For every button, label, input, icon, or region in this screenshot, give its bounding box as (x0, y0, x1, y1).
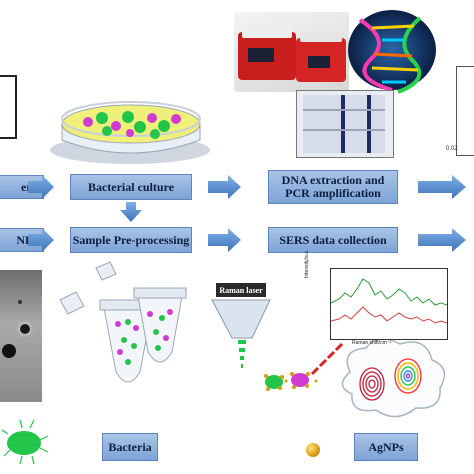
bacteria-with-agnps (264, 372, 318, 391)
spectrum-red (330, 306, 448, 324)
dna-extraction-box: DNA extraction and PCR amplification (268, 170, 398, 204)
pcr-screen (248, 48, 274, 62)
petri-colonies (83, 111, 181, 139)
bacterial-culture-box: Bacterial culture (70, 174, 192, 200)
colony-green (134, 121, 146, 133)
colony-green (122, 111, 134, 123)
colony-green (96, 112, 108, 124)
dna-extraction-label-line2: PCR amplification (285, 186, 381, 200)
spectrum-green (330, 278, 448, 306)
tube-right (59, 287, 187, 363)
colony-green (158, 120, 170, 132)
sample-preprocessing-box: Sample Pre-processing (70, 227, 192, 253)
cloud-shape (341, 338, 446, 418)
bacteria-legend-box: Bacteria (102, 433, 158, 461)
spectrum-traces (330, 278, 448, 324)
arrow-right-4 (28, 228, 54, 252)
colony-magenta (126, 129, 134, 137)
colony-magenta (111, 121, 121, 131)
colony-green (102, 126, 112, 136)
laser-beam (238, 340, 246, 368)
arrow-down-culture (120, 202, 142, 222)
agnp-legend-icon (306, 443, 320, 457)
bacteria-legend-label: Bacteria (108, 439, 152, 454)
gel-electrophoresis-photo (296, 90, 394, 158)
sers-data-collection-label: SERS data collection (279, 232, 387, 247)
arrow-right-1 (28, 175, 54, 199)
agnps-legend-box: AgNPs (354, 433, 418, 461)
dna-extraction-label-line1: DNA extraction and (281, 173, 385, 188)
agnps-legend-label: AgNPs (368, 439, 404, 454)
sers-data-collection-box: SERS data collection (268, 227, 398, 253)
arrow-right-2 (208, 175, 241, 199)
pcr-machine-photo (234, 12, 349, 92)
micrograph-scale-label: 0.02 (446, 146, 458, 152)
colony-magenta (83, 117, 93, 127)
arrow-right-3 (418, 175, 466, 199)
sample-preprocessing-label: Sample Pre-processing (72, 232, 190, 247)
bacterial-culture-label: Bacterial culture (87, 179, 175, 194)
arrow-right-6 (418, 228, 466, 252)
arrow-right-5 (208, 228, 241, 252)
right-image-fragment (456, 66, 474, 156)
fingerprint-rainbow (394, 358, 422, 394)
scattered-light (310, 342, 344, 376)
colony-green (150, 129, 160, 139)
laser-cone (211, 299, 271, 339)
fingerprint-red (359, 367, 385, 401)
tem-micrograph (0, 270, 42, 402)
colony-magenta (171, 114, 181, 124)
spectrum-xlabel: Raman shift/cm⁻¹ (352, 340, 392, 346)
raman-laser-label: Raman laser (216, 283, 266, 297)
sers-spectrum-plot (330, 268, 448, 340)
top-left-image-fragment (0, 75, 17, 139)
colony-magenta (147, 113, 157, 123)
